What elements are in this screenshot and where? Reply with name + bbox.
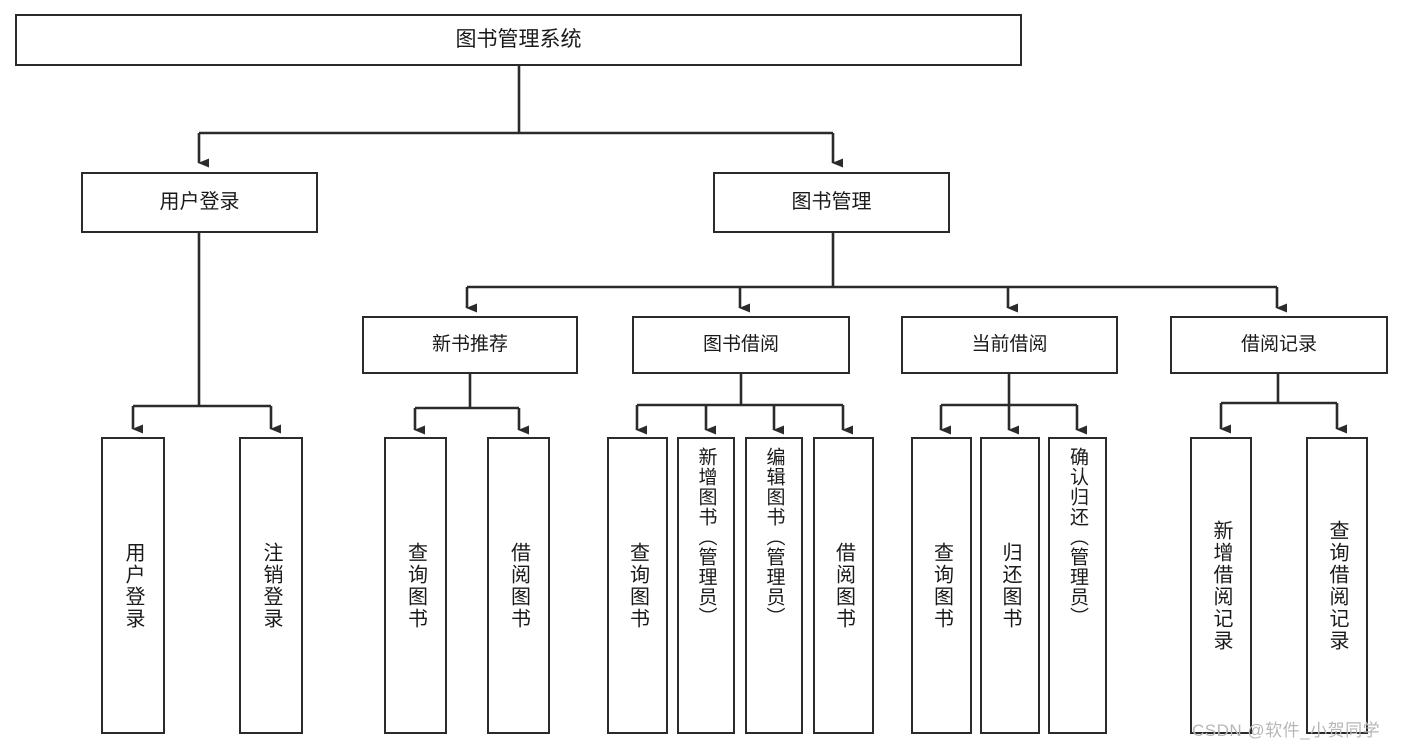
leaf-add-borrow-record[interactable]: 新增借阅记录 [1190,437,1252,734]
node-new-book-recommend[interactable]: 新书推荐 [362,316,578,374]
leaf-user-login[interactable]: 用户登录 [101,437,165,734]
node-label: 查询借阅记录 [1326,519,1348,652]
leaf-confirm-return-admin[interactable]: 确认归还（管理员） [1048,437,1107,734]
node-label: 确认归还（管理员） [1067,447,1088,627]
node-label: 图书借阅 [702,334,779,356]
node-borrow-record[interactable]: 借阅记录 [1170,316,1388,374]
leaf-borrow-book-recommend[interactable]: 借阅图书 [487,437,550,734]
leaf-logout[interactable]: 注销登录 [239,437,303,734]
node-label: 归还图书 [999,541,1021,630]
node-label: 借阅记录 [1240,334,1317,356]
node-user-login[interactable]: 用户登录 [81,172,318,233]
node-label: 用户登录 [122,541,144,630]
node-label: 图书管理 [791,191,872,214]
leaf-add-book-admin[interactable]: 新增图书（管理员） [677,437,735,734]
node-label: 查询图书 [930,541,953,630]
node-label: 注销登录 [260,541,282,630]
leaf-query-borrow-record[interactable]: 查询借阅记录 [1306,437,1368,734]
node-book-management[interactable]: 图书管理 [713,172,950,233]
node-label: 新书推荐 [431,334,508,356]
leaf-query-book-current[interactable]: 查询图书 [911,437,972,734]
node-label: 编辑图书（管理员） [763,447,785,627]
leaf-edit-book-admin[interactable]: 编辑图书（管理员） [745,437,803,734]
node-label: 借阅图书 [507,541,530,630]
node-current-borrow[interactable]: 当前借阅 [901,316,1118,374]
node-book-borrow[interactable]: 图书借阅 [632,316,850,374]
leaf-query-book-borrow[interactable]: 查询图书 [607,437,668,734]
node-label: 查询图书 [626,541,649,630]
leaf-query-book-recommend[interactable]: 查询图书 [384,437,447,734]
node-label: 用户登录 [159,191,240,214]
csdn-watermark: CSDN @软件_小贺同学 [1192,721,1381,740]
leaf-borrow-book[interactable]: 借阅图书 [813,437,874,734]
node-label: 新增图书（管理员） [695,447,717,627]
node-label: 图书管理系统 [455,28,582,52]
node-root-system[interactable]: 图书管理系统 [15,14,1022,66]
node-label: 新增借阅记录 [1210,519,1232,652]
node-label: 借阅图书 [832,541,855,630]
node-label: 查询图书 [404,541,427,630]
leaf-return-book[interactable]: 归还图书 [980,437,1040,734]
node-label: 当前借阅 [971,334,1048,356]
